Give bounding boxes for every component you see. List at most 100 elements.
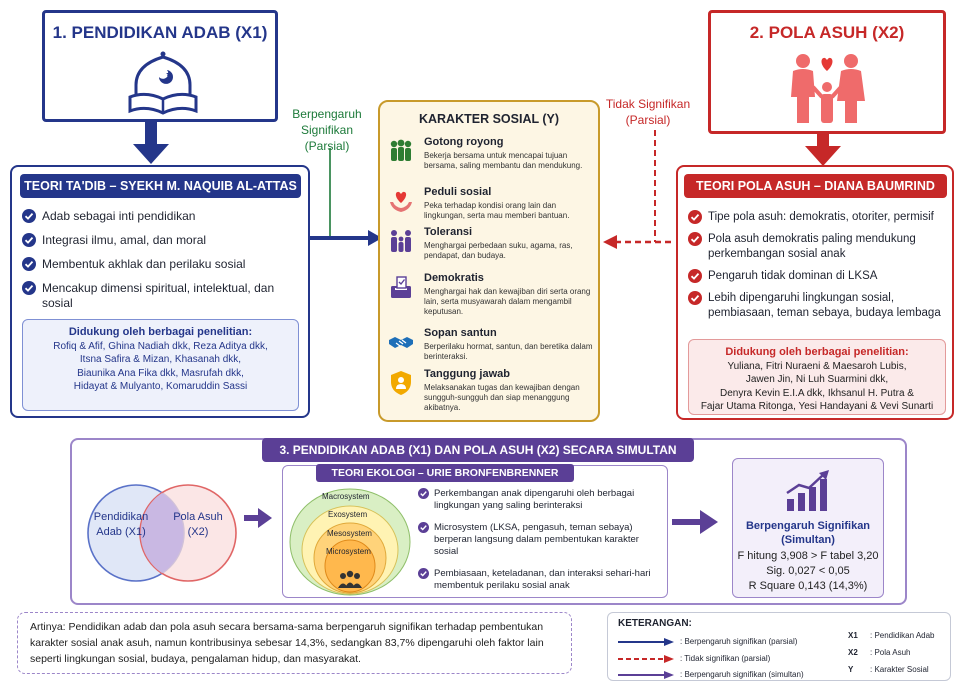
x2-header-box: 2. POLA ASUH (X2) bbox=[708, 10, 946, 134]
check-icon bbox=[418, 488, 429, 499]
solid-blue-arrow-icon bbox=[618, 638, 674, 646]
karakter-sosial-title: KARAKTER SOSIAL (Y) bbox=[418, 112, 560, 126]
karakter-name: Gotong royong bbox=[424, 136, 504, 148]
heart-hands-icon bbox=[388, 188, 414, 214]
baumrind-points: Tipe pola asuh: demokratis, otoriter, pe… bbox=[688, 210, 950, 328]
check-icon bbox=[688, 232, 702, 246]
macrosystem-label: Macrosystem bbox=[322, 492, 370, 501]
family-heart-icon bbox=[781, 49, 873, 125]
tadib-point: Membentuk akhlak dan perilaku sosial bbox=[22, 257, 304, 272]
result-line: F hitung 3,908 > F tabel 3,20 bbox=[737, 550, 879, 562]
support-line: Biaunika Ana Fika dkk, Masrufah dkk, bbox=[77, 367, 244, 379]
family-icon bbox=[388, 228, 414, 254]
karakter-sosial-box: KARAKTER SOSIAL (Y) Gotong royong Bekerj… bbox=[378, 100, 600, 422]
microsystem-label: Microsystem bbox=[326, 547, 371, 556]
legend-title: KETERANGAN: bbox=[618, 618, 692, 629]
legend-row: : Berpengaruh signifikan (parsial) bbox=[618, 637, 797, 646]
check-icon bbox=[688, 269, 702, 283]
people-icon bbox=[388, 138, 414, 164]
tadib-point: Adab sebagai inti pendidikan bbox=[22, 209, 304, 224]
purple-arrow-icon bbox=[618, 671, 674, 679]
support-heading: Didukung oleh berbagai penelitian: bbox=[68, 326, 253, 338]
check-icon bbox=[22, 257, 36, 271]
result-arrow bbox=[672, 510, 718, 534]
support-line: Fajar Utama Ritonga, Yesi Handayani & Ve… bbox=[700, 401, 934, 413]
support-line: Rofiq & Afif, Ghina Nadiah dkk, Reza Adi… bbox=[53, 341, 268, 352]
karakter-desc: Melaksanakan tugas dan kewajiban dengan … bbox=[424, 383, 580, 412]
venn-diagram bbox=[84, 475, 244, 593]
karakter-desc: Bekerja bersama untuk mencapai tujuan be… bbox=[424, 151, 583, 170]
baumrind-theory-title: TEORI POLA ASUH – DIANA BAUMRIND bbox=[684, 174, 947, 198]
support-line: Yuliana, Fitri Nuraeni & Maesaroh Lubis, bbox=[727, 361, 907, 372]
legend-abbrev: Y: Karakter Sosial bbox=[848, 665, 929, 674]
support-line: Denyra Kevin E.I.A dkk, Ikhsanul H. Putr… bbox=[720, 387, 914, 399]
baumrind-point: Pengaruh tidak dominan di LKSA bbox=[688, 269, 950, 284]
karakter-desc: Peka terhadap kondisi orang lain dan lin… bbox=[424, 201, 570, 220]
shield-icon bbox=[388, 370, 414, 396]
simultan-banner: 3. PENDIDIKAN ADAB (X1) DAN POLA ASUH (X… bbox=[262, 438, 694, 462]
check-icon bbox=[418, 522, 429, 533]
ballot-icon bbox=[388, 274, 414, 300]
legend-abbrev: X1: Pendidikan Adab bbox=[848, 631, 935, 640]
dashed-red-arrow-icon bbox=[618, 655, 674, 663]
legend-abbrev: X2: Pola Asuh bbox=[848, 648, 911, 657]
baumrind-support-box: Didukung oleh berbagai penelitian: Yulia… bbox=[688, 339, 946, 415]
tadib-theory-title: TEORI TA'DIB – SYEKH M. NAQUIB AL-ATTAS bbox=[20, 174, 301, 198]
venn-left-label: Pendidikan Adab (X1) bbox=[93, 511, 149, 538]
support-line: Itsna Safira & Mizan, Khasanah dkk, bbox=[79, 354, 242, 366]
ecology-point: Pembiasaan, keteladanan, dan interaksi s… bbox=[418, 568, 662, 592]
mosque-book-icon bbox=[128, 51, 198, 117]
check-icon bbox=[22, 209, 36, 223]
karakter-desc: Berperilaku hormat, santun, dan beretika… bbox=[424, 342, 593, 361]
support-line: Hidayat & Mulyanto, Komaruddin Sassi bbox=[73, 381, 248, 393]
legend-box: KETERANGAN: : Berpengaruh signifikan (pa… bbox=[607, 612, 951, 681]
check-icon bbox=[22, 233, 36, 247]
support-heading: Didukung oleh berbagai penelitian: bbox=[725, 346, 909, 358]
significant-arrow bbox=[306, 148, 382, 248]
karakter-name: Peduli sosial bbox=[424, 186, 492, 198]
mesosystem-label: Mesosystem bbox=[327, 529, 372, 538]
legend-row: : Tidak signifikan (parsial) bbox=[618, 654, 770, 663]
baumrind-theory-box: TEORI POLA ASUH – DIANA BAUMRIND Tipe po… bbox=[676, 165, 954, 420]
check-icon bbox=[688, 291, 702, 305]
check-icon bbox=[688, 210, 702, 224]
significant-label: Berpengaruh Signifikan (Parsial) bbox=[292, 107, 362, 153]
tadib-point: Integrasi ilmu, amal, dan moral bbox=[22, 233, 304, 248]
karakter-name: Toleransi bbox=[424, 226, 473, 238]
karakter-desc: Menghargai perbedaan suku, agama, ras, p… bbox=[424, 241, 573, 260]
x1-header-box: 1. PENDIDIKAN ADAB (X1) bbox=[42, 10, 278, 122]
karakter-name: Sopan santun bbox=[424, 327, 497, 339]
ecology-point: Microsystem (LKSA, pengasuh, teman sebay… bbox=[418, 522, 662, 558]
tadib-theory-box: TEORI TA'DIB – SYEKH M. NAQUIB AL-ATTAS … bbox=[10, 165, 310, 418]
result-line: R Square 0,143 (14,3%) bbox=[748, 580, 868, 592]
check-icon bbox=[418, 568, 429, 579]
ecology-layers-diagram bbox=[288, 484, 412, 596]
result-line: Sig. 0,027 < 0,05 bbox=[766, 565, 850, 577]
check-icon bbox=[22, 281, 36, 295]
tadib-point: Mencakup dimensi spiritual, intelektual,… bbox=[22, 281, 304, 311]
conclusion-text: Artinya: Pendidikan adab dan pola asuh s… bbox=[17, 612, 572, 674]
baumrind-point: Tipe pola asuh: demokratis, otoriter, pe… bbox=[688, 210, 950, 225]
x1-down-arrow bbox=[133, 122, 169, 164]
handshake-icon bbox=[388, 329, 414, 355]
result-lines: F hitung 3,908 > F tabel 3,20 Sig. 0,027… bbox=[733, 549, 883, 594]
ecology-title: TEORI EKOLOGI – URIE BRONFENBRENNER bbox=[316, 464, 574, 482]
venn-right-label: Pola Asuh (X2) bbox=[173, 511, 223, 538]
x2-down-arrow bbox=[805, 134, 841, 166]
venn-arrow bbox=[244, 508, 272, 528]
result-heading: Berpengaruh Signifikan (Simultan) bbox=[745, 520, 871, 546]
support-line: Jawen Jin, Ni Luh Suarmini dkk, bbox=[745, 374, 889, 386]
baumrind-point: Lebih dipengaruhi lingkungan sosial, pem… bbox=[688, 291, 950, 321]
legend-row: : Berpengaruh signifikan (simultan) bbox=[618, 670, 804, 679]
baumrind-point: Pola asuh demokratis paling mendukung pe… bbox=[688, 232, 950, 262]
not-significant-arrow bbox=[603, 130, 679, 250]
x2-title: 2. POLA ASUH (X2) bbox=[749, 23, 905, 42]
tadib-support-box: Didukung oleh berbagai penelitian: Rofiq… bbox=[22, 319, 299, 411]
not-significant-label: Tidak Signifikan (Parsial) bbox=[605, 97, 691, 127]
ecology-point: Perkembangan anak dipengaruhi oleh berba… bbox=[418, 488, 662, 512]
growth-chart-icon bbox=[783, 469, 833, 513]
ecology-points: Perkembangan anak dipengaruhi oleh berba… bbox=[418, 488, 662, 602]
result-box: Berpengaruh Signifikan (Simultan) F hitu… bbox=[732, 458, 884, 598]
tadib-points: Adab sebagai inti pendidikan Integrasi i… bbox=[22, 209, 304, 320]
karakter-name: Demokratis bbox=[424, 272, 484, 284]
